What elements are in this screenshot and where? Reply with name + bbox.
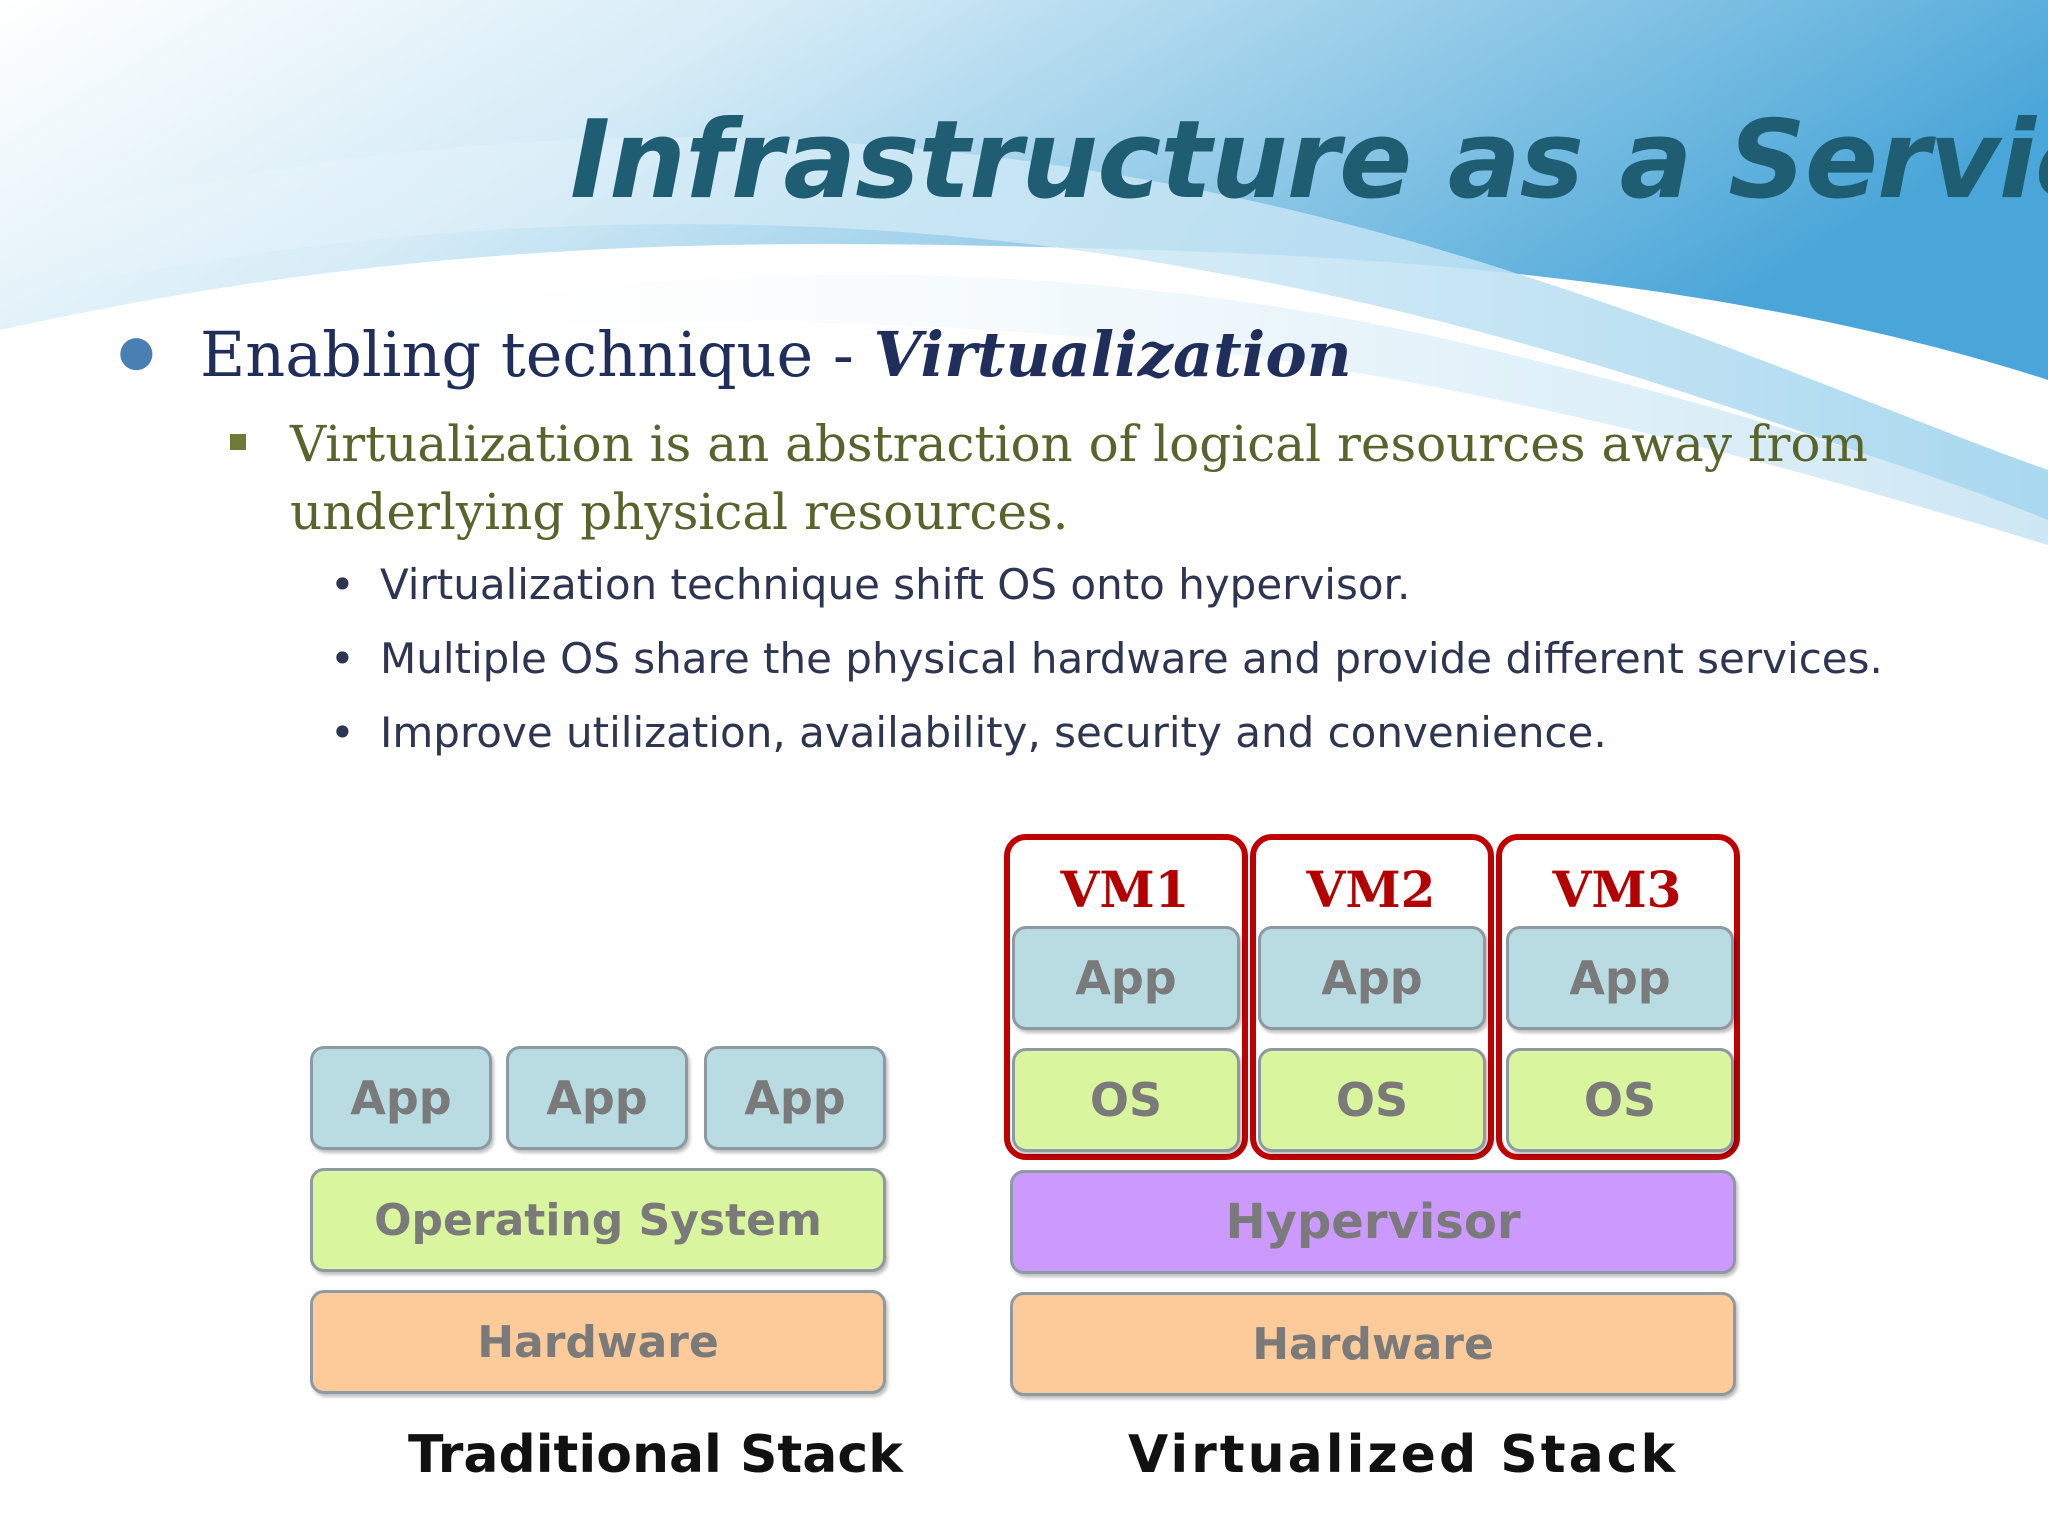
vm2-app-block: App xyxy=(1258,926,1486,1030)
vm3-frame xyxy=(1496,834,1740,1160)
traditional-app-block: App xyxy=(704,1046,886,1150)
slide-title: Infrastructure as a Service xyxy=(570,98,2048,223)
virtualized-hardware-block: Hardware xyxy=(1010,1292,1736,1396)
bullet-level3-text: Virtualization technique shift OS onto h… xyxy=(380,560,1411,609)
bullet-level3-text: Multiple OS share the physical hardware … xyxy=(380,634,1883,683)
vm3-label: VM3 xyxy=(1552,860,1682,919)
vm1-frame xyxy=(1004,834,1248,1160)
bullet-dot-icon: • xyxy=(330,708,355,757)
vm1-os-block: OS xyxy=(1012,1048,1240,1152)
traditional-app-block: App xyxy=(506,1046,688,1150)
bullet-level3-text: Improve utilization, availability, secur… xyxy=(380,708,1607,757)
header-wave-background xyxy=(0,0,2048,545)
bullet-level1-text: Enabling technique - Virtualization xyxy=(200,318,1352,391)
operating-system-block: Operating System xyxy=(310,1168,886,1272)
bullet-dot-icon: • xyxy=(330,634,355,683)
traditional-app-block: App xyxy=(310,1046,492,1150)
hypervisor-block: Hypervisor xyxy=(1010,1170,1736,1274)
vm1-app-block: App xyxy=(1012,926,1240,1030)
bullet-level1-emphasis: Virtualization xyxy=(873,318,1352,391)
vm3-os-block: OS xyxy=(1506,1048,1734,1152)
virtualized-stack-caption: Virtualized Stack xyxy=(1128,1425,1679,1485)
bullet-square-icon xyxy=(230,434,246,450)
vm3-app-block: App xyxy=(1506,926,1734,1030)
bullet-dot-icon: ● xyxy=(118,326,155,375)
bullet-level2-text: Virtualization is an abstraction of logi… xyxy=(290,415,1868,541)
vm2-label: VM2 xyxy=(1306,860,1436,919)
traditional-stack-caption: Traditional Stack xyxy=(408,1425,903,1485)
bullet-dot-icon: • xyxy=(330,560,355,609)
vm2-frame xyxy=(1250,834,1494,1160)
traditional-hardware-block: Hardware xyxy=(310,1290,886,1394)
vm1-label: VM1 xyxy=(1060,860,1190,919)
vm2-os-block: OS xyxy=(1258,1048,1486,1152)
